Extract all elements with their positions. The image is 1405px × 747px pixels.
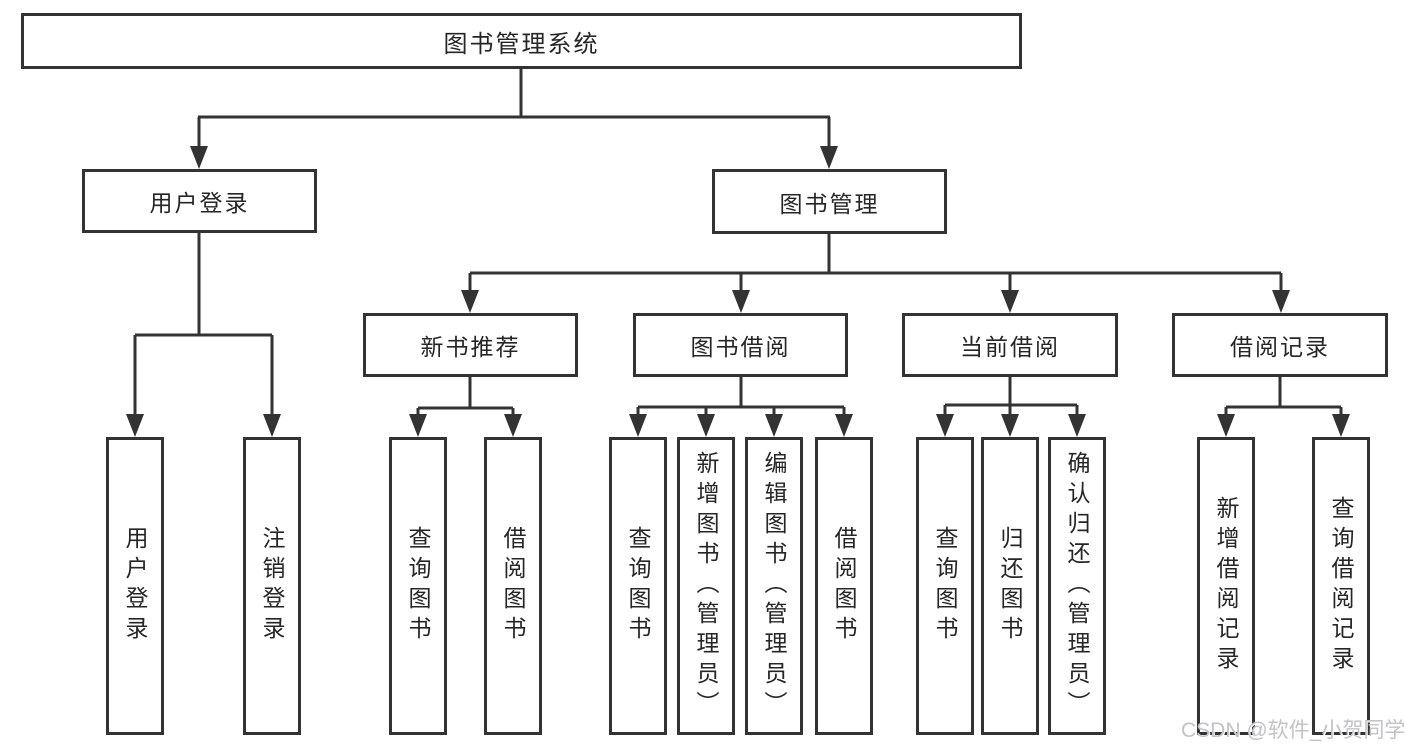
node-borrow-records: 借阅记录 — [1172, 313, 1388, 377]
leaf-confirm-return-admin-label: 确认归还（管理员） — [1064, 451, 1090, 721]
node-book-borrow: 图书借阅 — [633, 313, 848, 377]
leaf-borrow-books-recommend-label: 借阅图书 — [500, 526, 526, 646]
node-current-borrow: 当前借阅 — [902, 313, 1118, 377]
node-book-management-label: 图书管理 — [779, 190, 880, 217]
node-borrow-records-label: 借阅记录 — [1230, 334, 1330, 360]
leaf-edit-books-admin: 编辑图书（管理员） — [745, 437, 803, 735]
leaf-query-borrow-record: 查询借阅记录 — [1312, 437, 1370, 735]
leaf-logout: 注销登录 — [243, 437, 301, 735]
leaf-return-books: 归还图书 — [981, 437, 1039, 735]
leaf-borrow-books: 借阅图书 — [815, 437, 873, 735]
leaf-query-books-current-label: 查询图书 — [932, 526, 958, 646]
leaf-query-books-borrow-label: 查询图书 — [625, 526, 651, 646]
leaf-borrow-books-label: 借阅图书 — [831, 526, 857, 646]
leaf-logout-label: 注销登录 — [259, 526, 285, 646]
leaf-user-login-label: 用户登录 — [122, 526, 148, 646]
node-book-management: 图书管理 — [712, 169, 947, 234]
leaf-edit-books-admin-label: 编辑图书（管理员） — [761, 451, 787, 721]
leaf-add-borrow-record-label: 新增借阅记录 — [1213, 496, 1239, 676]
leaf-query-books-recommend: 查询图书 — [389, 437, 447, 735]
csdn-watermark: CSDN @软件_小贺同学 — [1181, 719, 1405, 742]
leaf-query-borrow-record-label: 查询借阅记录 — [1328, 496, 1354, 676]
node-new-book-recommend-label: 新书推荐 — [420, 334, 521, 360]
node-library-system-label: 图书管理系统 — [443, 30, 600, 58]
leaf-return-books-label: 归还图书 — [997, 526, 1023, 646]
node-current-borrow-label: 当前借阅 — [960, 334, 1060, 360]
leaf-confirm-return-admin: 确认归还（管理员） — [1048, 437, 1106, 735]
node-user-login: 用户登录 — [82, 169, 317, 233]
leaf-add-books-admin-label: 新增图书（管理员） — [693, 451, 719, 721]
leaf-query-books-recommend-label: 查询图书 — [405, 526, 431, 646]
leaf-add-borrow-record: 新增借阅记录 — [1197, 437, 1255, 735]
leaf-query-books-current: 查询图书 — [916, 437, 974, 735]
leaf-query-books-borrow: 查询图书 — [609, 437, 667, 735]
node-new-book-recommend: 新书推荐 — [363, 313, 578, 377]
leaf-user-login: 用户登录 — [106, 437, 164, 735]
node-user-login-label: 用户登录 — [149, 190, 250, 216]
node-library-system: 图书管理系统 — [21, 13, 1022, 69]
leaf-borrow-books-recommend: 借阅图书 — [484, 437, 542, 735]
node-book-borrow-label: 图书借阅 — [690, 334, 791, 360]
leaf-add-books-admin: 新增图书（管理员） — [677, 437, 735, 735]
